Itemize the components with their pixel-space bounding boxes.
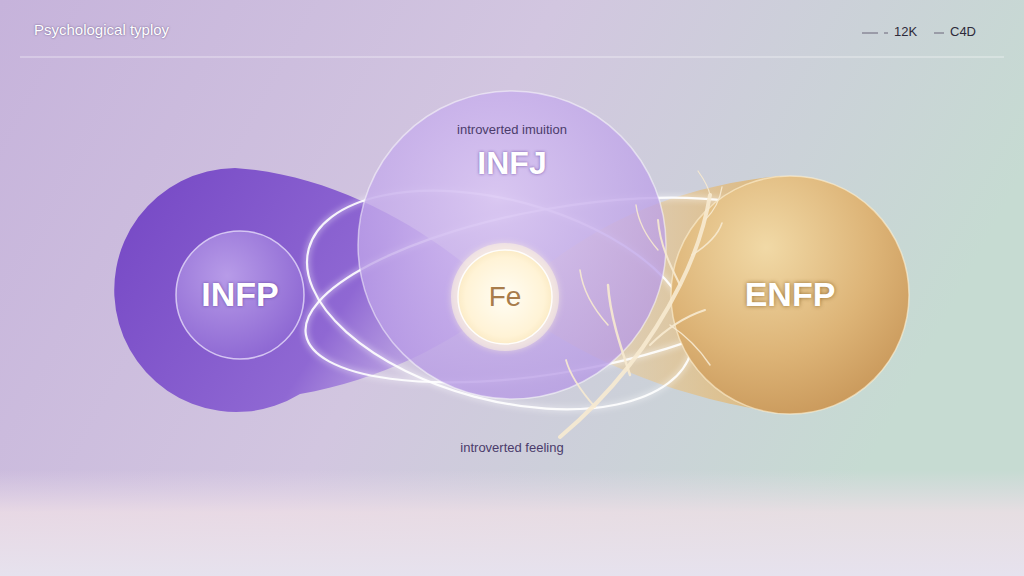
- type-circle: introverted imuitionINFJintroverted feel…: [357, 90, 667, 400]
- branch-illustration: [560, 171, 722, 437]
- type-label: INFP: [175, 275, 305, 314]
- type-circle: INFP: [175, 230, 305, 360]
- function-label: Fe: [457, 281, 553, 313]
- function-label: introverted imuition: [357, 123, 667, 138]
- corner-label: 12K: [894, 24, 917, 39]
- function-label: introverted feeling: [357, 441, 667, 456]
- type-label: ENFP: [670, 275, 910, 314]
- function-circle: Fe: [457, 249, 553, 345]
- corner-label: C4D: [950, 24, 976, 39]
- type-label: INFJ: [357, 145, 667, 182]
- page-title: Psychological typloy: [34, 21, 169, 38]
- type-circle: ENFP: [670, 175, 910, 415]
